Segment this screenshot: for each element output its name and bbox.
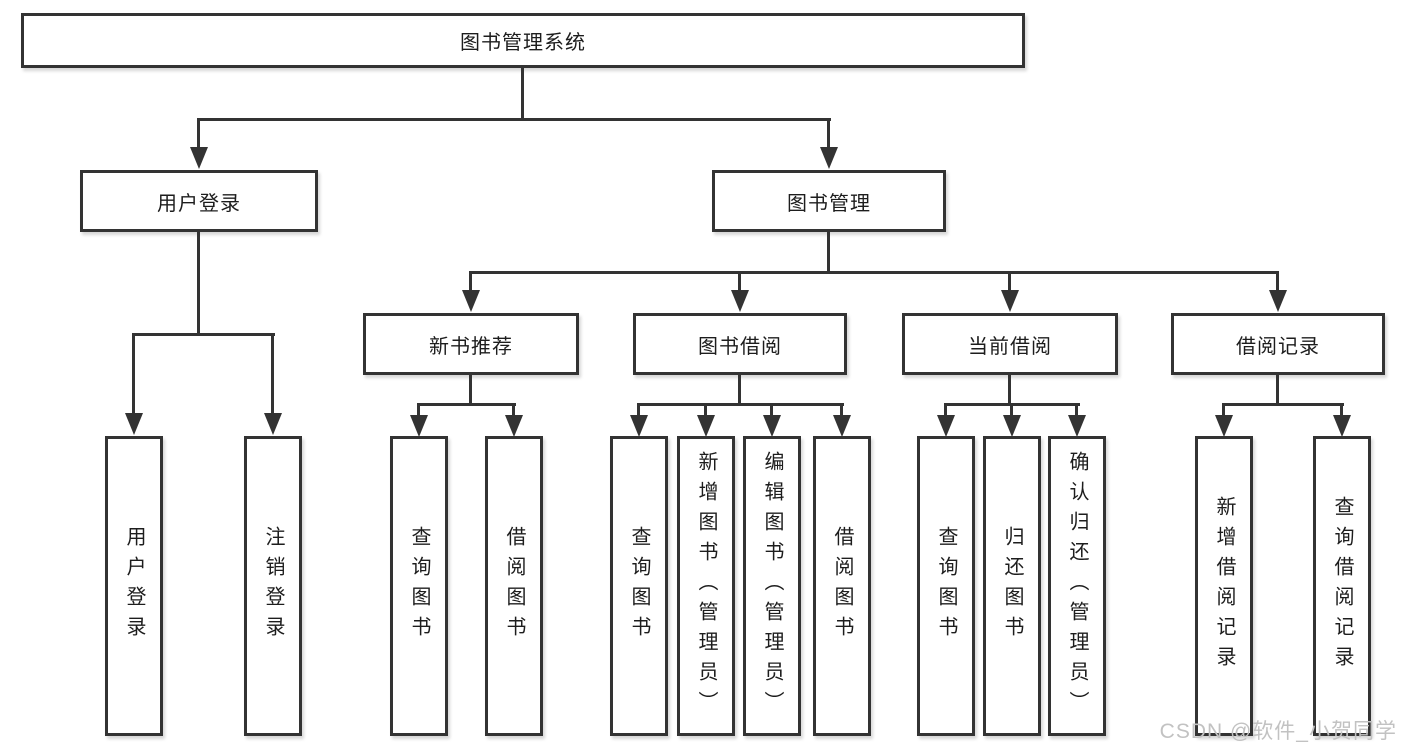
- watermark: CSDN @软件_小贺同学: [1159, 720, 1397, 743]
- connector-arm: [738, 271, 741, 293]
- connector-arm: [512, 403, 515, 419]
- node-book-management-label: 图书管理: [787, 192, 871, 215]
- connector-arm: [417, 403, 420, 419]
- node-library-system: 图书管理系统: [21, 13, 1025, 68]
- node-current-borrow-label: 当前借阅: [968, 335, 1052, 358]
- arrowhead: [1215, 415, 1233, 437]
- arrowhead: [1333, 415, 1351, 437]
- connector-arm: [840, 403, 843, 419]
- node-new-book-recommend-label: 新书推荐: [429, 335, 513, 358]
- leaf-edit-book-admin: 编辑图书（管理员）: [743, 436, 801, 736]
- connector-arm: [1075, 403, 1078, 419]
- node-book-borrow-label: 图书借阅: [698, 335, 782, 358]
- arrowhead: [1001, 290, 1019, 312]
- connector-arm: [1276, 271, 1279, 293]
- arrowhead: [731, 290, 749, 312]
- leaf-borrow-books-label: 借阅图书: [831, 526, 853, 646]
- connector-arm: [1008, 271, 1011, 293]
- leaf-add-borrow-record: 新增借阅记录: [1195, 436, 1253, 736]
- arrowhead: [462, 290, 480, 312]
- leaf-add-book-admin-label: 新增图书（管理员）: [695, 451, 717, 721]
- connector-root-rail: [197, 118, 831, 121]
- arrowhead: [763, 415, 781, 437]
- leaf-confirm-return-admin-label: 确认归还（管理员）: [1066, 451, 1088, 721]
- node-current-borrow: 当前借阅: [902, 313, 1118, 375]
- leaf-query-books-current: 查询图书: [917, 436, 975, 736]
- arrowhead: [1269, 290, 1287, 312]
- leaf-query-borrow-record-label: 查询借阅记录: [1331, 496, 1353, 676]
- connector-arm: [1010, 403, 1013, 419]
- arrowhead: [505, 415, 523, 437]
- connector-stem: [738, 375, 741, 406]
- leaf-borrow-books-recommend: 借阅图书: [485, 436, 543, 736]
- connector-stem: [1008, 375, 1011, 406]
- connector-arm: [271, 333, 274, 415]
- leaf-user-login: 用户登录: [105, 436, 163, 736]
- node-library-system-label: 图书管理系统: [460, 32, 586, 54]
- node-user-login-label: 用户登录: [157, 192, 241, 215]
- connector-arm: [704, 403, 707, 419]
- leaf-confirm-return-admin: 确认归还（管理员）: [1048, 436, 1106, 736]
- leaf-user-login-label: 用户登录: [123, 526, 145, 646]
- arrowhead: [1003, 415, 1021, 437]
- leaf-add-book-admin: 新增图书（管理员）: [677, 436, 735, 736]
- connector-arm: [1222, 403, 1225, 419]
- leaf-logout: 注销登录: [244, 436, 302, 736]
- connector-arm: [197, 118, 200, 150]
- node-new-book-recommend: 新书推荐: [363, 313, 579, 375]
- connector-user-login-stem: [197, 232, 200, 336]
- connector-arm: [1340, 403, 1343, 419]
- arrowhead: [125, 413, 143, 435]
- leaf-query-books-recommend-label: 查询图书: [408, 526, 430, 646]
- connector-arm: [132, 333, 135, 415]
- node-borrow-records: 借阅记录: [1171, 313, 1385, 375]
- connector-stem: [1276, 375, 1279, 406]
- node-book-management: 图书管理: [712, 170, 946, 232]
- connector-rail: [417, 403, 516, 406]
- node-user-login: 用户登录: [80, 170, 318, 232]
- connector-arm: [944, 403, 947, 419]
- node-book-borrow: 图书借阅: [633, 313, 847, 375]
- leaf-query-books-recommend: 查询图书: [390, 436, 448, 736]
- connector-root-stem: [521, 68, 524, 121]
- arrowhead: [630, 415, 648, 437]
- connector-arm: [469, 271, 472, 293]
- leaf-query-borrow-record: 查询借阅记录: [1313, 436, 1371, 736]
- arrowhead: [1068, 415, 1086, 437]
- connector-rail: [1222, 403, 1344, 406]
- connector-rail: [637, 403, 844, 406]
- arrowhead: [410, 415, 428, 437]
- connector-arm: [770, 403, 773, 419]
- leaf-query-books-borrow: 查询图书: [610, 436, 668, 736]
- leaf-borrow-books: 借阅图书: [813, 436, 871, 736]
- leaf-edit-book-admin-label: 编辑图书（管理员）: [761, 451, 783, 721]
- connector-arm: [637, 403, 640, 419]
- connector-arm: [827, 118, 830, 150]
- arrowhead: [833, 415, 851, 437]
- leaf-add-borrow-record-label: 新增借阅记录: [1213, 496, 1235, 676]
- connector-stem: [469, 375, 472, 406]
- leaf-return-book-label: 归还图书: [1001, 526, 1023, 646]
- arrowhead: [820, 147, 838, 169]
- connector-book-management-rail: [469, 271, 1279, 274]
- arrowhead: [937, 415, 955, 437]
- leaf-query-books-borrow-label: 查询图书: [628, 526, 650, 646]
- connector-book-management-stem: [827, 232, 830, 274]
- node-borrow-records-label: 借阅记录: [1236, 335, 1320, 358]
- leaf-logout-label: 注销登录: [262, 526, 284, 646]
- leaf-return-book: 归还图书: [983, 436, 1041, 736]
- arrowhead: [190, 147, 208, 169]
- leaf-borrow-books-recommend-label: 借阅图书: [503, 526, 525, 646]
- arrowhead: [697, 415, 715, 437]
- leaf-query-books-current-label: 查询图书: [935, 526, 957, 646]
- arrowhead: [264, 413, 282, 435]
- connector-user-login-rail: [132, 333, 275, 336]
